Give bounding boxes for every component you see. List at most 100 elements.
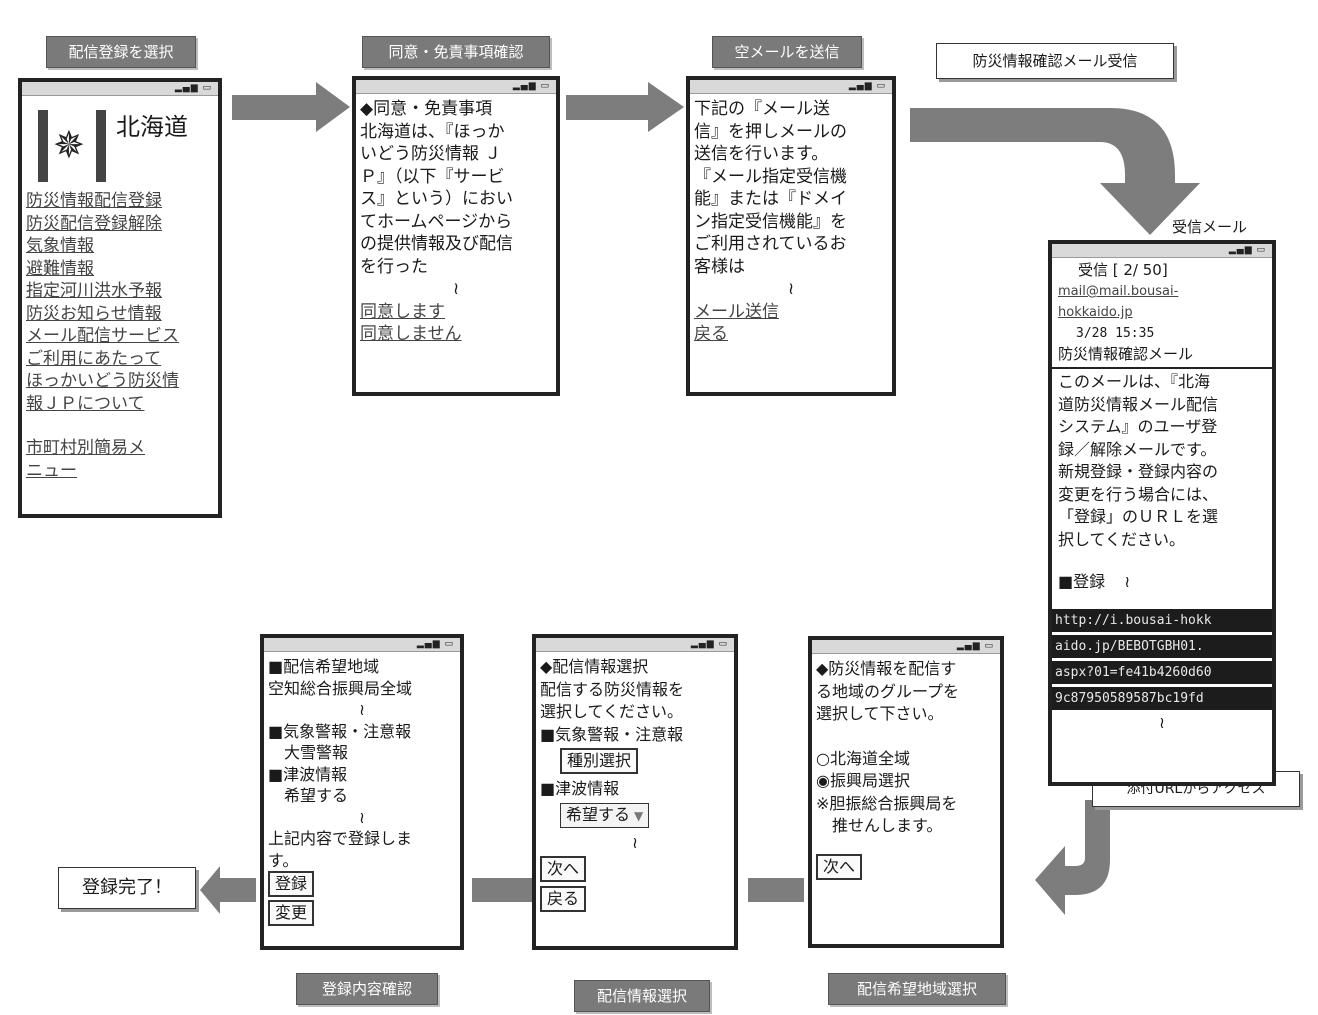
mail-body-text: 録／解除メールです。 <box>1058 439 1217 459</box>
menu-link-evacuation[interactable]: 避難情報 <box>26 258 94 279</box>
menu-link-mail-service[interactable]: メール配信サービス <box>26 326 179 346</box>
radio-checked-icon[interactable]: ◉ <box>816 771 830 790</box>
register-section: ■登録 ≀ <box>1058 571 1266 594</box>
register-button[interactable]: 登録 <box>268 871 315 897</box>
signal-battery-icon: ▂▄▆ ▭ <box>956 641 994 651</box>
menu-link-disaster-notice[interactable]: 防災お知らせ情報 <box>26 303 162 324</box>
tsunami-heading: ■津波情報 <box>540 779 620 798</box>
omission-mark: ≀ <box>359 700 365 719</box>
consent-text: を行った <box>360 256 428 277</box>
instruction-text: 『メール指定受信機 <box>694 166 847 187</box>
instruction-text: 能』または『ドメイ <box>694 189 847 209</box>
send-mail-link[interactable]: メール送信 <box>694 301 779 322</box>
omission-mark: ≀ <box>359 807 365 827</box>
consent-text: いどう防災情報 Ｊ <box>360 144 502 164</box>
back-button[interactable]: 戻る <box>540 886 587 912</box>
logo-text: 北海道 <box>116 113 188 141</box>
recommend-note: ※胆振総合振興局を <box>816 793 958 813</box>
radio-all-hokkaido[interactable]: ○北海道全域 <box>816 748 910 768</box>
phone-screen-area-select: ▂▄▆ ▭ ◆防災情報を配信す る地域のグループを 選択して下さい。 ○北海道全… <box>808 636 1004 948</box>
menu-link-weather[interactable]: 気象情報 <box>26 236 94 256</box>
back-link[interactable]: 戻る <box>694 324 728 344</box>
menu-link-municipal[interactable]: 市町村別簡易メ <box>26 438 145 458</box>
menu-link-flood-forecast[interactable]: 指定河川洪水予報 <box>26 281 162 301</box>
mail-body-text: 択してください。 <box>1058 529 1186 549</box>
received-mail-label: 受信メール <box>1172 218 1248 236</box>
consent-text: ◆同意・免責事項 <box>360 99 493 119</box>
next-button[interactable]: 次へ <box>540 856 587 882</box>
instruction-text: 選択して下さい。 <box>816 704 944 723</box>
phone-screen-confirm: ▂▄▆ ▭ ■配信希望地域 空知総合振興局全域 ≀ ■気象警報・注意報 大雪警報… <box>260 634 464 950</box>
phone-screen-consent: ▂▄▆ ▭ ◆同意・免責事項 北海道は、『ほっか いどう防災情報 Ｊ Ｐ』（以下… <box>352 76 560 396</box>
mail-body-text: 新規登録・登録内容の <box>1058 462 1219 481</box>
register-url-link[interactable]: aspx?01=fe41b4260d60 <box>1052 660 1272 684</box>
instruction-text: ◆防災情報を配信す <box>816 659 957 678</box>
step-tag-send-empty-mail: 空メールを送信 <box>712 36 862 68</box>
arrow-1-2 <box>232 82 350 132</box>
phone-screen-info-select: ▂▄▆ ▭ ◆配信情報選択 配信する防災情報を 選択してください。 ■気象警報・… <box>532 634 738 950</box>
register-url-link[interactable]: http://i.bousai-hokk <box>1052 608 1272 632</box>
menu-link-about[interactable]: ほっかいどう防災情 <box>26 371 179 391</box>
next-button[interactable]: 次へ <box>816 853 863 880</box>
mail-body-text: このメールは、『北海 <box>1058 372 1211 391</box>
instruction-text: 客様は <box>694 256 745 277</box>
recommend-note: 推せんします。 <box>832 816 943 835</box>
status-bar: ▂▄▆ ▭ <box>812 640 1000 654</box>
register-url-link[interactable]: 9c87950589587bc19fd <box>1052 686 1272 710</box>
status-bar: ▂▄▆ ▭ <box>356 80 556 94</box>
weather-heading: ■気象警報・注意報 <box>540 724 684 744</box>
arrow-2-3 <box>566 82 684 132</box>
status-bar: ▂▄▆ ▭ <box>264 638 460 652</box>
arrow-4-5 <box>1035 800 1110 915</box>
instruction-text: 下記の『メール送 <box>694 99 830 119</box>
arrow-7-done <box>200 866 256 914</box>
menu-link-about-cont[interactable]: 報ＪＰについて <box>26 393 145 414</box>
instruction-text: 信』を押しメールの <box>694 121 847 142</box>
inbox-counter: 受信 [ 2/ 50] <box>1078 261 1168 279</box>
menu-link-mail-service-cont[interactable]: ご利用にあたって <box>26 348 162 369</box>
disagree-link[interactable]: 同意しません <box>360 324 462 344</box>
register-heading: ■登録 <box>1058 572 1106 591</box>
menu-link-register[interactable]: 防災情報配信登録 <box>26 191 162 211</box>
step-tag-receive-mail: 防災情報確認メール受信 <box>936 43 1174 79</box>
status-bar: ▂▄▆ ▭ <box>690 80 892 94</box>
hokkaido-emblem-icon: ✵ <box>53 123 85 167</box>
radio-bureau-select[interactable]: ◉振興局選択 <box>816 771 910 790</box>
instruction-text: 配信する防災情報を <box>540 679 685 699</box>
status-bar: ▂▄▆ ▭ <box>22 82 218 96</box>
step-tag-consent: 同意・免責事項確認 <box>362 36 550 68</box>
agree-link[interactable]: 同意します <box>360 301 445 322</box>
area-value: 空知総合振興局全域 <box>268 678 413 698</box>
phone-screen-menu: ▂▄▆ ▭ ✵ 北海道 防災情報配信登録 防災配信登録解除 気象情報 避難情報 … <box>18 78 222 518</box>
register-url-link[interactable]: aido.jp/BEBOTGBH01. <box>1052 634 1272 658</box>
mail-from[interactable]: mail@mail.bousai- <box>1058 284 1179 299</box>
status-bar: ▂▄▆ ▭ <box>1052 244 1272 258</box>
consent-text: 北海道は、『ほっか <box>360 121 505 142</box>
mail-body-text: 道防災情報メール配信 <box>1058 394 1219 414</box>
consent-text: Ｐ』（以下『サービ <box>360 166 505 187</box>
signal-battery-icon: ▂▄▆ ▭ <box>848 81 886 91</box>
signal-battery-icon: ▂▄▆ ▭ <box>690 639 728 649</box>
consent-text: てホームページから <box>360 211 513 232</box>
omission-mark: ≀ <box>1159 712 1165 732</box>
step-tag-confirm-content: 登録内容確認 <box>296 973 438 1005</box>
tsunami-select[interactable]: 希望する▼ <box>560 802 650 828</box>
mail-subject: 防災情報確認メール <box>1058 345 1194 363</box>
type-select-button[interactable]: 種別選択 <box>560 748 639 774</box>
step-tag-select-registration: 配信登録を選択 <box>46 36 196 68</box>
omission-mark: ≀ <box>632 832 638 852</box>
arrow-3-4 <box>910 108 1200 235</box>
radio-unchecked-icon[interactable]: ○ <box>816 748 830 768</box>
mail-from-cont[interactable]: hokkaido.jp <box>1058 305 1133 320</box>
signal-battery-icon: ▂▄▆ ▭ <box>174 83 212 93</box>
dropdown-arrow-icon[interactable]: ▼ <box>634 808 644 823</box>
menu-link-municipal-cont[interactable]: ニュー <box>26 460 77 481</box>
mail-date: 3/28 15:35 <box>1076 326 1155 341</box>
registration-complete-label: 登録完了！ <box>58 867 196 909</box>
hokkaido-logo: ✵ 北海道 <box>26 110 214 190</box>
tsunami-value: 希望する <box>268 786 349 805</box>
phone-screen-received-mail: ▂▄▆ ▭ 受信 [ 2/ 50] mail@mail.bousai- hokk… <box>1048 240 1276 786</box>
confirm-text: す。 <box>268 850 299 870</box>
menu-link-unregister[interactable]: 防災配信登録解除 <box>26 213 162 234</box>
change-button[interactable]: 変更 <box>268 900 315 926</box>
